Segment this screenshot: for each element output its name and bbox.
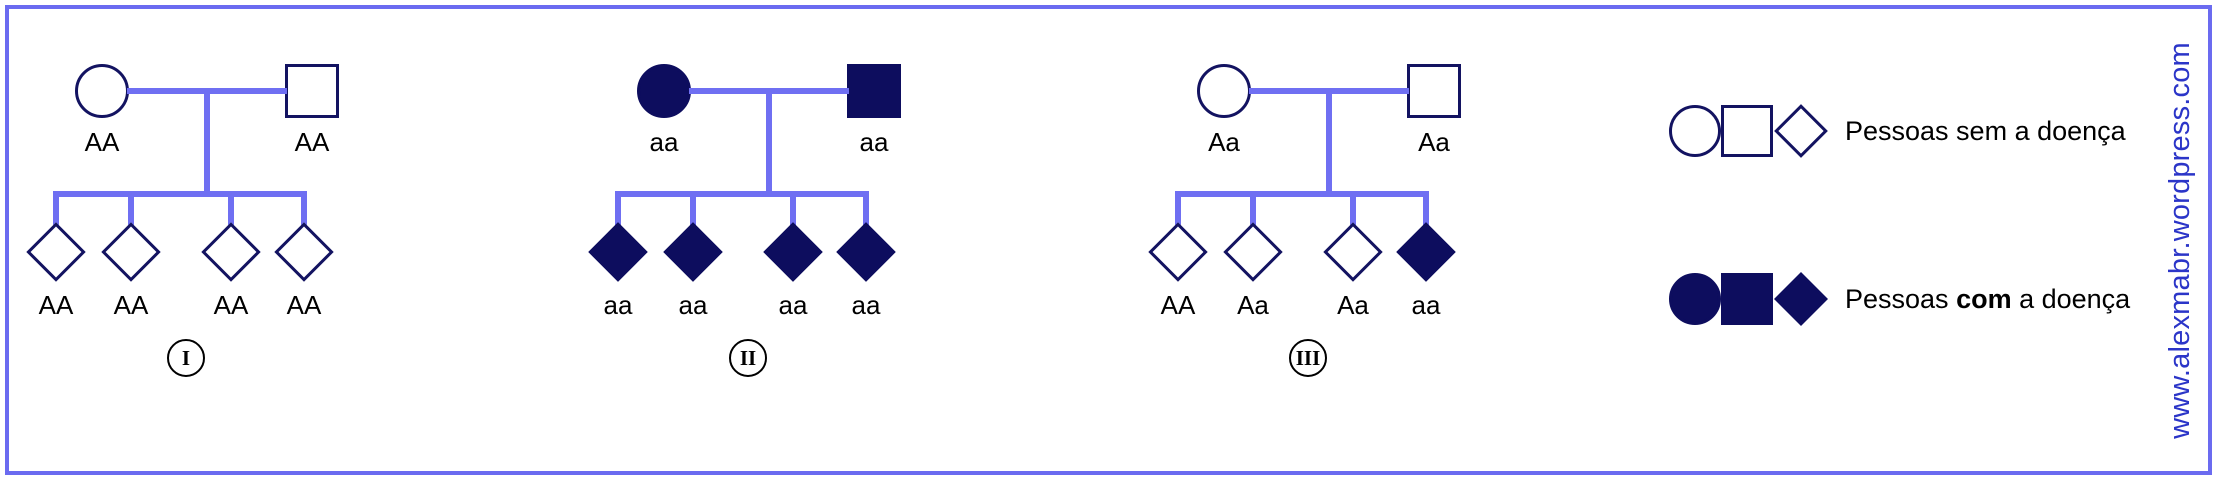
generation-badge-1: I [167, 339, 205, 377]
mother-symbol-circle [637, 64, 691, 118]
child-symbol-diamond [201, 222, 261, 282]
child-symbol-diamond [1223, 222, 1283, 282]
child-genotype-label: AA [113, 290, 149, 320]
child-genotype-label: aa [851, 290, 881, 320]
mother-symbol-circle [1197, 64, 1251, 118]
child-genotype-label: AA [1160, 290, 1196, 320]
sibling-drop-line [1423, 191, 1429, 231]
father-genotype-label: aa [859, 127, 889, 157]
child-symbol-diamond [101, 222, 161, 282]
sibling-drop-line [863, 191, 869, 231]
sibling-drop-line [228, 191, 234, 231]
father-symbol-square [847, 64, 901, 118]
child-genotype-label: aa [778, 290, 808, 320]
father-genotype-label: Aa [1418, 127, 1450, 157]
legend-square-icon [1721, 105, 1773, 157]
father-symbol-square [285, 64, 339, 118]
legend-shapes-affected [1669, 272, 1829, 326]
legend-label-affected: Pessoas com a doença [1845, 284, 2130, 315]
legend-text-affected-emphasis: com [1956, 283, 2012, 314]
pedigree-family-3: Aa Aa AA Aa Aa aa III [1148, 9, 1709, 471]
pedigree-stage: AA AA AA AA AA AA I [9, 9, 2208, 471]
child-symbol-diamond [588, 222, 648, 282]
pedigree-family-2: aa aa aa aa aa aa II [588, 9, 1149, 471]
child-symbol-diamond [1148, 222, 1208, 282]
sibship-bar [1175, 191, 1429, 197]
child-symbol-diamond [663, 222, 723, 282]
mother-symbol-circle [75, 64, 129, 118]
legend-row-unaffected: Pessoas sem a doença [1669, 104, 2126, 158]
sibling-drop-line [1250, 191, 1256, 231]
child-symbol-diamond [836, 222, 896, 282]
sibling-drop-line [1350, 191, 1356, 231]
legend-shapes-unaffected [1669, 104, 1829, 158]
legend-label-unaffected: Pessoas sem a doença [1845, 116, 2126, 147]
sibling-drop-line [790, 191, 796, 231]
watermark-text: www.alexmabr.wordpress.com [2163, 41, 2196, 439]
child-symbol-diamond [1396, 222, 1456, 282]
father-genotype-label: AA [294, 127, 330, 157]
child-genotype-label: AA [213, 290, 249, 320]
legend-diamond-filled-icon-wrap [1773, 272, 1829, 326]
child-genotype-label: Aa [1237, 290, 1269, 320]
child-symbol-diamond [763, 222, 823, 282]
sibling-drop-line [1175, 191, 1181, 231]
legend-diamond-icon-wrap [1773, 104, 1829, 158]
descent-line [1326, 88, 1332, 193]
child-symbol-diamond [26, 222, 86, 282]
mother-genotype-label: aa [649, 127, 679, 157]
legend-circle-filled-icon [1669, 273, 1721, 325]
child-genotype-label: aa [1411, 290, 1441, 320]
sibling-drop-line [690, 191, 696, 231]
sibship-bar [53, 191, 307, 197]
sibling-drop-line [53, 191, 59, 231]
child-symbol-diamond [274, 222, 334, 282]
legend-square-filled-icon [1721, 273, 1773, 325]
legend-diamond-filled-icon [1774, 272, 1828, 326]
child-genotype-label: AA [286, 290, 322, 320]
legend-text-affected-prefix: Pessoas [1845, 283, 1957, 314]
legend: Pessoas sem a doença Pessoas com a doenç… [1669, 9, 2139, 471]
sibling-drop-line [615, 191, 621, 231]
child-genotype-label: AA [38, 290, 74, 320]
legend-text-unaffected: Pessoas sem a doença [1845, 115, 2126, 146]
sibling-drop-line [128, 191, 134, 231]
generation-badge-3: III [1289, 339, 1327, 377]
diagram-frame: AA AA AA AA AA AA I [5, 5, 2212, 475]
legend-circle-icon [1669, 105, 1721, 157]
child-genotype-label: aa [603, 290, 633, 320]
generation-badge-2: II [729, 339, 767, 377]
descent-line [766, 88, 772, 193]
legend-row-affected: Pessoas com a doença [1669, 272, 2130, 326]
sibship-bar [615, 191, 869, 197]
legend-diamond-icon [1774, 104, 1828, 158]
child-genotype-label: Aa [1337, 290, 1369, 320]
child-genotype-label: aa [678, 290, 708, 320]
mother-genotype-label: Aa [1208, 127, 1240, 157]
watermark: www.alexmabr.wordpress.com [2150, 9, 2210, 471]
descent-line [204, 88, 210, 193]
father-symbol-square [1407, 64, 1461, 118]
mother-genotype-label: AA [84, 127, 120, 157]
pedigree-family-1: AA AA AA AA AA AA I [26, 9, 587, 471]
child-symbol-diamond [1323, 222, 1383, 282]
sibling-drop-line [301, 191, 307, 231]
legend-text-affected-suffix: a doença [2011, 283, 2131, 314]
